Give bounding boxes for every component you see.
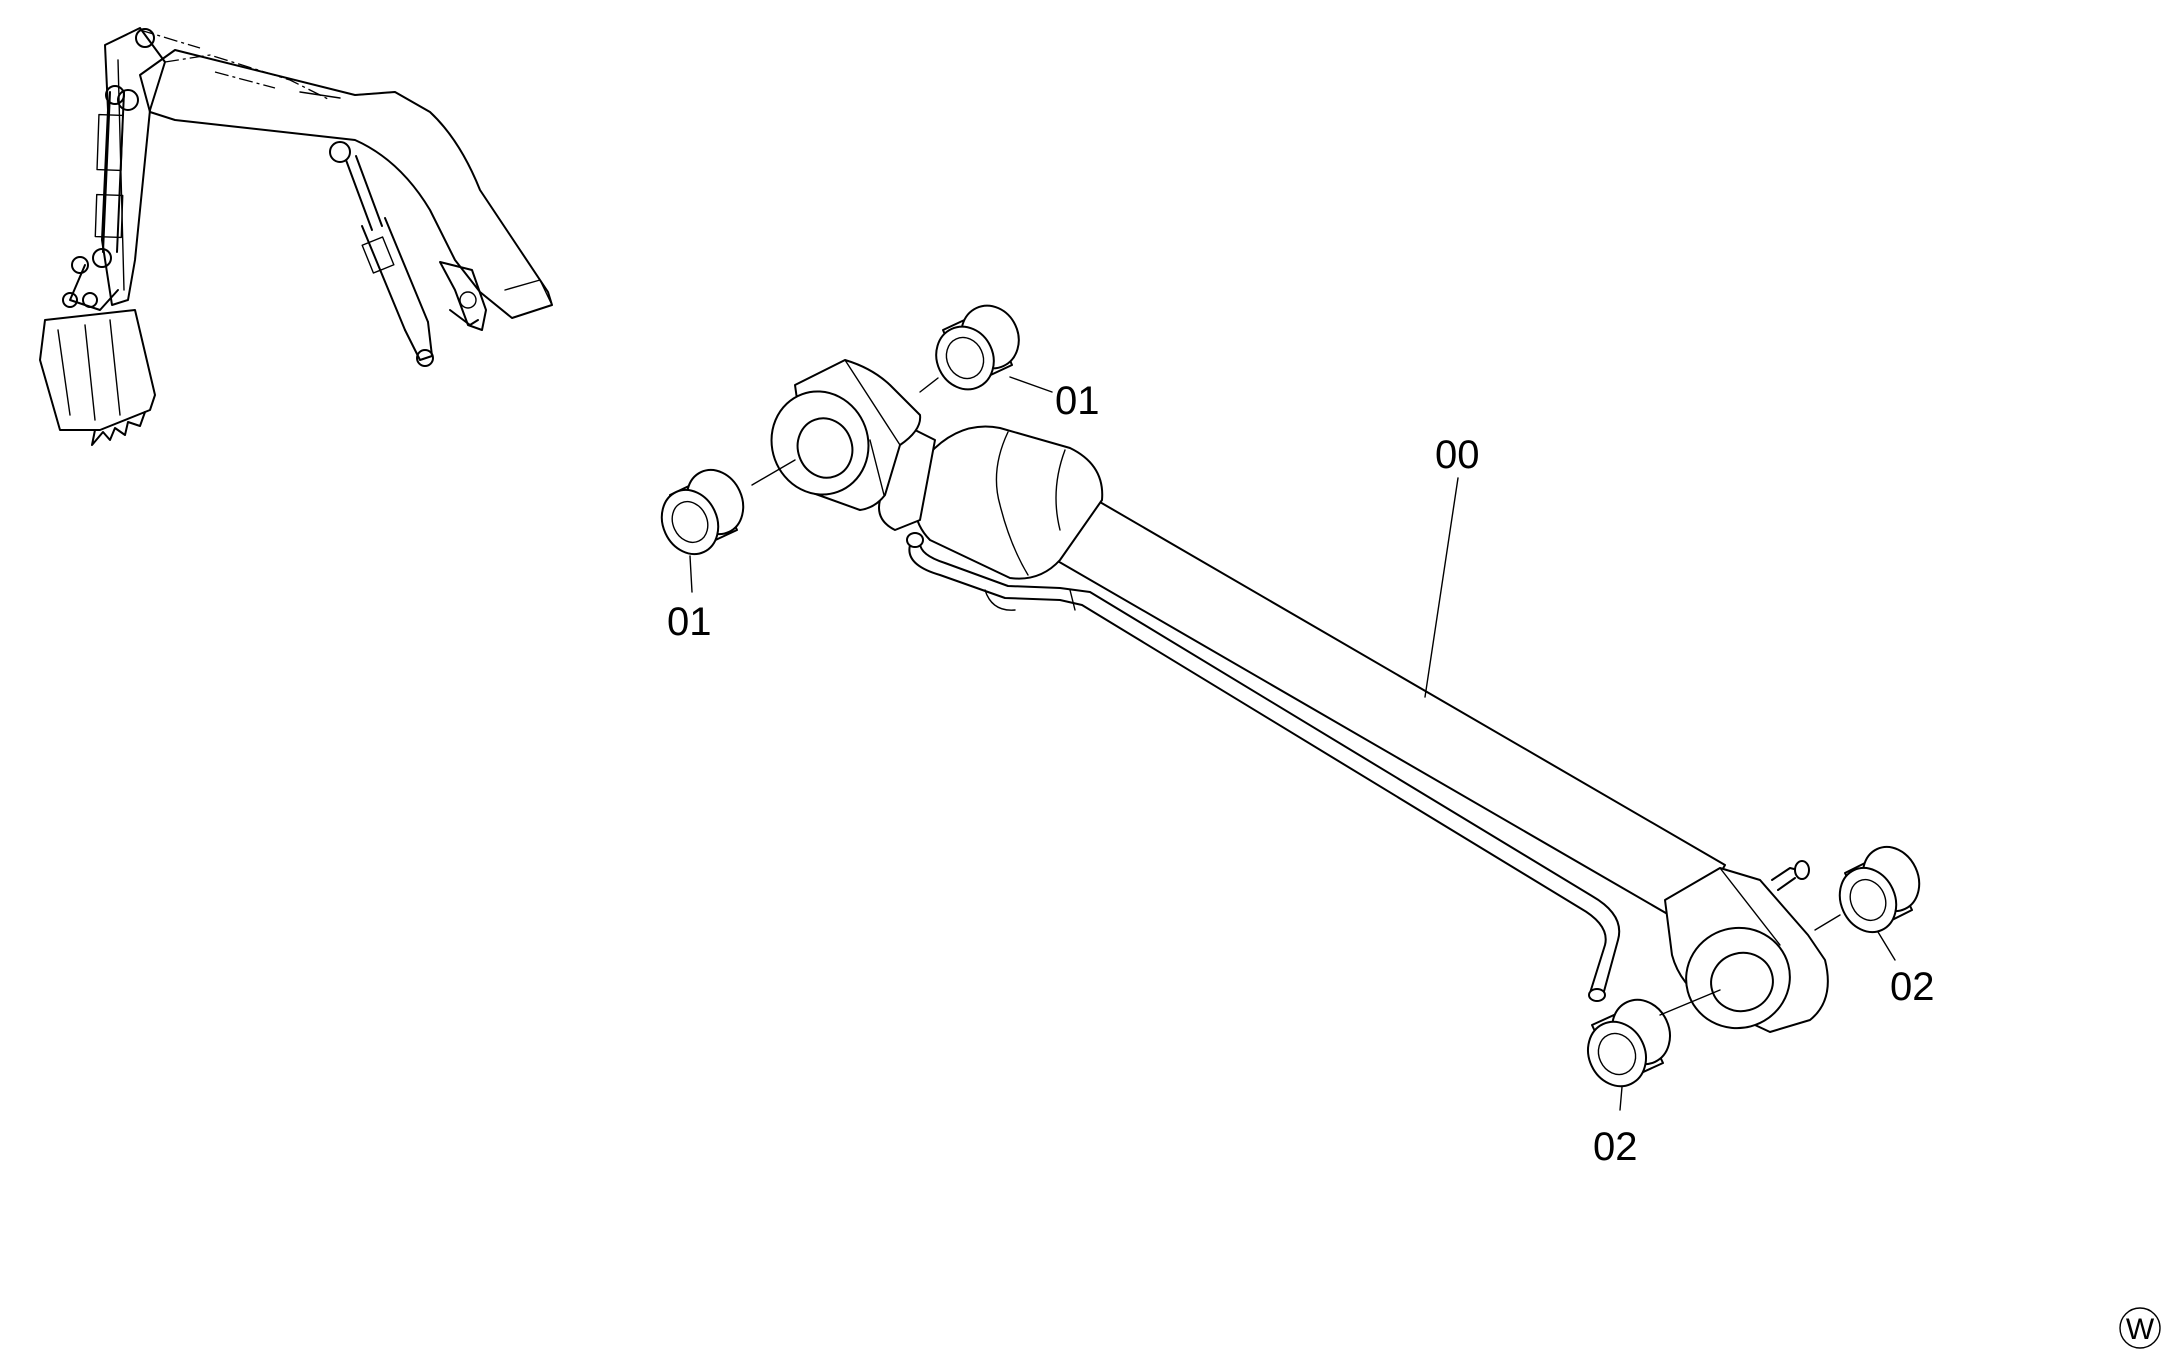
corner-mark-letter: W [2126, 1313, 2155, 1346]
hydraulic-cylinder-assembly [757, 360, 1828, 1040]
callout-02-right: 02 [1890, 965, 1935, 1009]
bushing-tail-left [1578, 990, 1681, 1095]
callout-02-bottom: 02 [1593, 1125, 1638, 1169]
bushing-rod-left [652, 461, 754, 564]
callout-01-left: 01 [667, 600, 712, 644]
corner-mark: W [2120, 1308, 2160, 1348]
excavator-arm-overview [40, 28, 552, 445]
leader-lines [690, 377, 1895, 1110]
callout-01-top: 01 [1055, 379, 1100, 423]
bushing-tail-right [1830, 838, 1930, 942]
callout-00: 00 [1435, 433, 1480, 477]
bushing-rod-top [926, 296, 1029, 399]
